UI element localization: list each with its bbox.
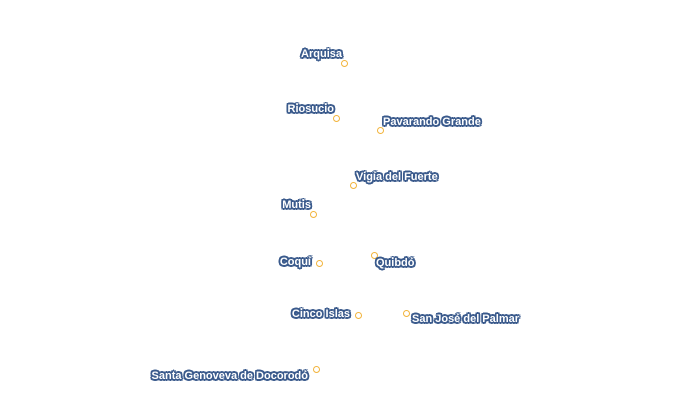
place-label: Pavarando Grande bbox=[383, 116, 481, 128]
place-dot bbox=[312, 365, 320, 373]
place-dot bbox=[315, 259, 323, 267]
place-dot bbox=[309, 210, 317, 218]
place-label: Mutis bbox=[282, 199, 311, 211]
place-dot bbox=[370, 251, 378, 259]
place-label: Coquí bbox=[279, 256, 311, 268]
place-label: Cinco Islas bbox=[291, 308, 350, 320]
place-label: Santa Genoveva de Docorodó bbox=[151, 370, 308, 382]
place-label: Arquisa bbox=[301, 48, 342, 60]
place-dot bbox=[349, 181, 357, 189]
place-dot bbox=[354, 311, 362, 319]
place-label: Quibdó bbox=[376, 257, 415, 269]
place-dot bbox=[332, 114, 340, 122]
place-label: Vigía del Fuerte bbox=[356, 171, 438, 183]
place-label: Riosucio bbox=[287, 103, 334, 115]
place-label: San José del Palmar bbox=[412, 313, 519, 325]
place-dot bbox=[376, 126, 384, 134]
place-dot bbox=[340, 59, 348, 67]
place-dot bbox=[402, 309, 410, 317]
